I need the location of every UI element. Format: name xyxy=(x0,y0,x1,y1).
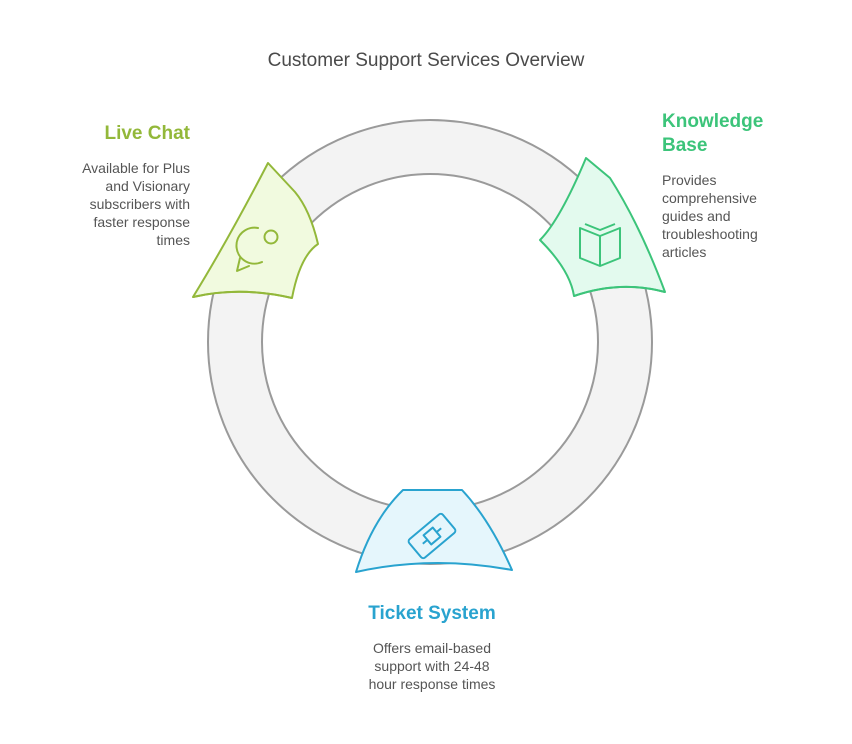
ticket-system-arrow xyxy=(355,489,513,573)
chat-bubble-icon xyxy=(235,226,279,272)
ticket-icon xyxy=(407,512,457,560)
live-chat-heading: Live Chat xyxy=(104,123,190,144)
open-book-icon xyxy=(579,223,621,267)
live-chat-arrow xyxy=(192,162,319,299)
diagram-title: Customer Support Services Overview xyxy=(268,50,585,71)
knowledge-base-arrow xyxy=(539,157,666,297)
ticket-system-heading: Ticket System xyxy=(368,603,495,624)
